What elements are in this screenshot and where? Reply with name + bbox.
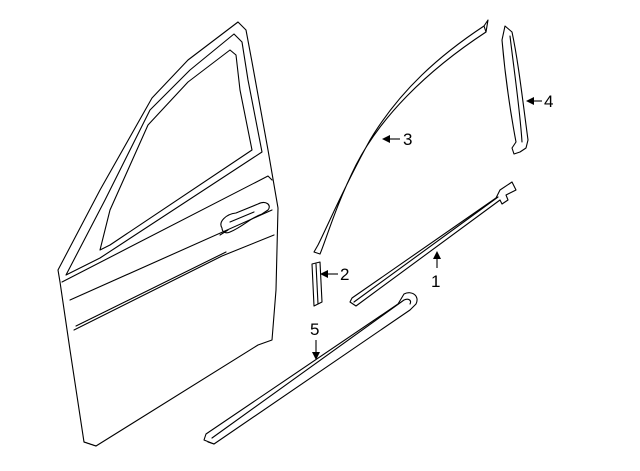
callout-2-label: 2	[340, 265, 349, 284]
callout-3: 3	[382, 130, 412, 149]
door-handle	[219, 202, 270, 236]
part-5-lower-door-moulding	[203, 292, 418, 445]
callout-5-label: 5	[310, 320, 319, 339]
callout-3-label: 3	[403, 130, 412, 149]
part-4-rear-channel-trim	[501, 25, 529, 155]
part-1-belt-moulding	[349, 181, 517, 307]
callout-5: 5	[310, 320, 320, 360]
callout-1: 1	[431, 251, 441, 291]
front-door-outline	[57, 21, 279, 447]
callout-4-label: 4	[544, 92, 553, 111]
callout-2: 2	[320, 265, 349, 284]
part-2-pillar-trim	[311, 261, 323, 307]
part-3-front-pillar-moulding	[313, 19, 489, 255]
callout-4: 4	[526, 92, 553, 111]
callout-1-label: 1	[431, 272, 440, 291]
